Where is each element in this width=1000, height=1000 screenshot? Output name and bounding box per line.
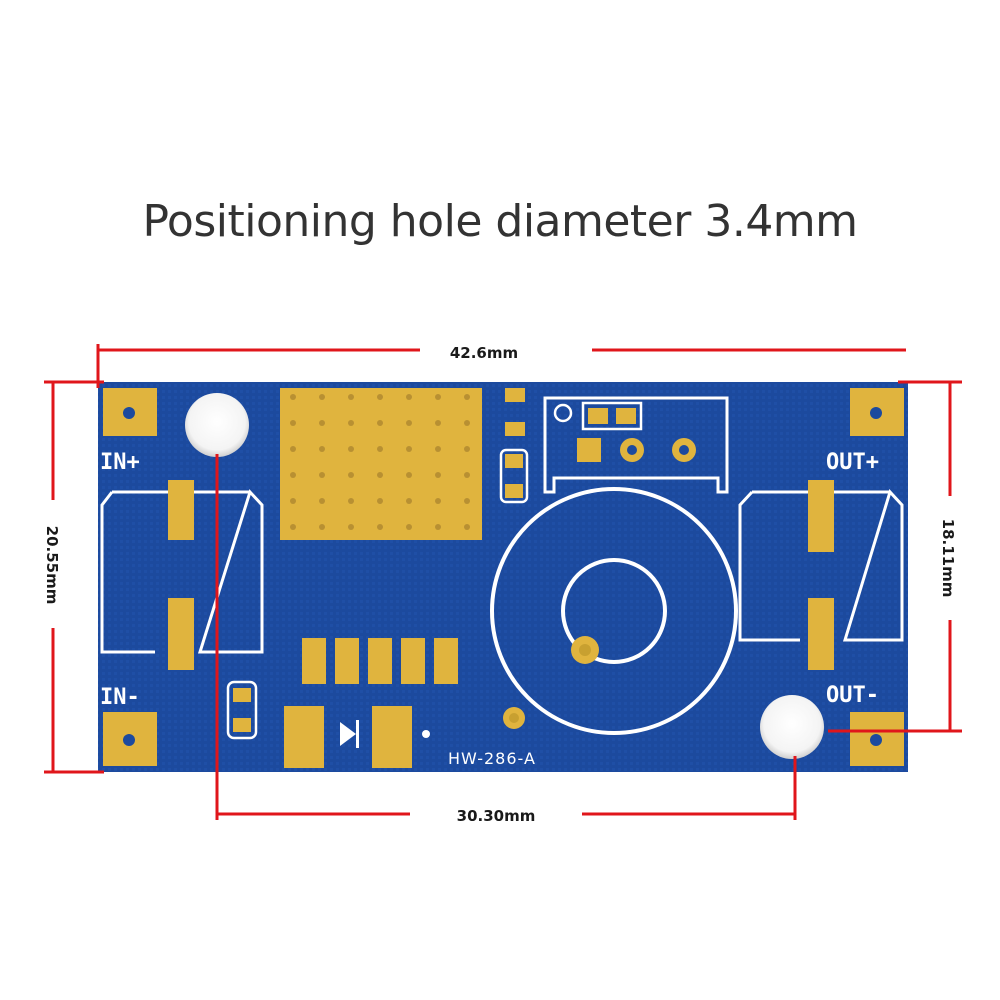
corner-pad-in-plus bbox=[103, 388, 157, 436]
left-capacitor-pad-top bbox=[168, 480, 194, 540]
thermal-via bbox=[290, 472, 296, 478]
thermal-via bbox=[319, 394, 325, 400]
corner-pad-out-plus bbox=[850, 388, 904, 436]
diagram-title: Positioning hole diameter 3.4mm bbox=[142, 196, 858, 247]
left-capacitor-outline bbox=[100, 489, 264, 654]
dimension-right-height-label: 18.11mm bbox=[939, 519, 957, 598]
thermal-via bbox=[406, 394, 412, 400]
thermal-via bbox=[319, 446, 325, 452]
thermal-via bbox=[464, 498, 470, 504]
smd-pad bbox=[233, 688, 251, 702]
thermal-pad bbox=[280, 388, 482, 540]
corner-pad-out-minus bbox=[850, 712, 904, 766]
thermal-via bbox=[377, 524, 383, 530]
thermal-via bbox=[290, 498, 296, 504]
right-capacitor-outline bbox=[738, 489, 904, 642]
thermal-via bbox=[406, 472, 412, 478]
dimension-width-label: 42.6mm bbox=[450, 344, 518, 362]
thermal-via bbox=[464, 524, 470, 530]
diode bbox=[284, 706, 430, 768]
thermal-via bbox=[435, 446, 441, 452]
thermal-via bbox=[290, 524, 296, 530]
label-in-minus: IN- bbox=[100, 685, 140, 710]
mounting-hole-left bbox=[185, 393, 249, 457]
thermal-via bbox=[290, 394, 296, 400]
thermal-via bbox=[319, 472, 325, 478]
label-out-plus: OUT+ bbox=[826, 450, 879, 475]
thermal-via bbox=[406, 420, 412, 426]
right-capacitor-pad-top bbox=[808, 480, 834, 552]
dimension-hole-spacing-label: 30.30mm bbox=[457, 807, 536, 825]
smd-pad bbox=[505, 422, 525, 436]
right-capacitor-pad-bottom bbox=[808, 598, 834, 670]
thermal-via bbox=[464, 394, 470, 400]
thermal-via bbox=[435, 472, 441, 478]
smd-pad bbox=[505, 454, 523, 468]
thermal-via bbox=[435, 498, 441, 504]
corner-pad-in-minus bbox=[103, 712, 157, 766]
smd-pad bbox=[233, 718, 251, 732]
thermal-via bbox=[435, 420, 441, 426]
mounting-hole-right bbox=[760, 695, 824, 759]
inductor-outline bbox=[490, 487, 738, 735]
thermal-via bbox=[406, 498, 412, 504]
smd-pad bbox=[505, 388, 525, 402]
thermal-via bbox=[319, 524, 325, 530]
thermal-via bbox=[348, 472, 354, 478]
thermal-via bbox=[290, 446, 296, 452]
dimension-lines bbox=[44, 344, 962, 820]
thermal-via bbox=[348, 446, 354, 452]
thermal-via bbox=[348, 394, 354, 400]
left-capacitor-pad-bottom bbox=[168, 598, 194, 670]
thermal-via bbox=[406, 446, 412, 452]
thermal-via bbox=[435, 394, 441, 400]
thermal-via bbox=[348, 498, 354, 504]
label-in-plus: IN+ bbox=[100, 450, 140, 475]
label-out-minus: OUT- bbox=[826, 683, 879, 708]
smd-outline bbox=[226, 680, 258, 740]
thermal-via bbox=[377, 394, 383, 400]
thermal-via bbox=[377, 446, 383, 452]
thermal-via bbox=[464, 420, 470, 426]
thermal-via bbox=[377, 498, 383, 504]
smd-outline bbox=[499, 448, 529, 504]
thermal-via bbox=[348, 420, 354, 426]
potentiometer bbox=[543, 396, 729, 494]
thermal-via bbox=[290, 420, 296, 426]
ic-pins bbox=[302, 638, 458, 684]
label-model: HW-286-A bbox=[448, 749, 536, 768]
dimension-left-height-label: 20.55mm bbox=[43, 526, 61, 605]
thermal-via bbox=[464, 446, 470, 452]
thermal-via bbox=[319, 498, 325, 504]
thermal-via bbox=[348, 524, 354, 530]
thermal-via bbox=[377, 420, 383, 426]
thermal-via bbox=[377, 472, 383, 478]
thermal-via bbox=[406, 524, 412, 530]
thermal-via bbox=[464, 472, 470, 478]
thermal-via bbox=[319, 420, 325, 426]
smd-pad bbox=[505, 484, 523, 498]
thermal-via bbox=[435, 524, 441, 530]
